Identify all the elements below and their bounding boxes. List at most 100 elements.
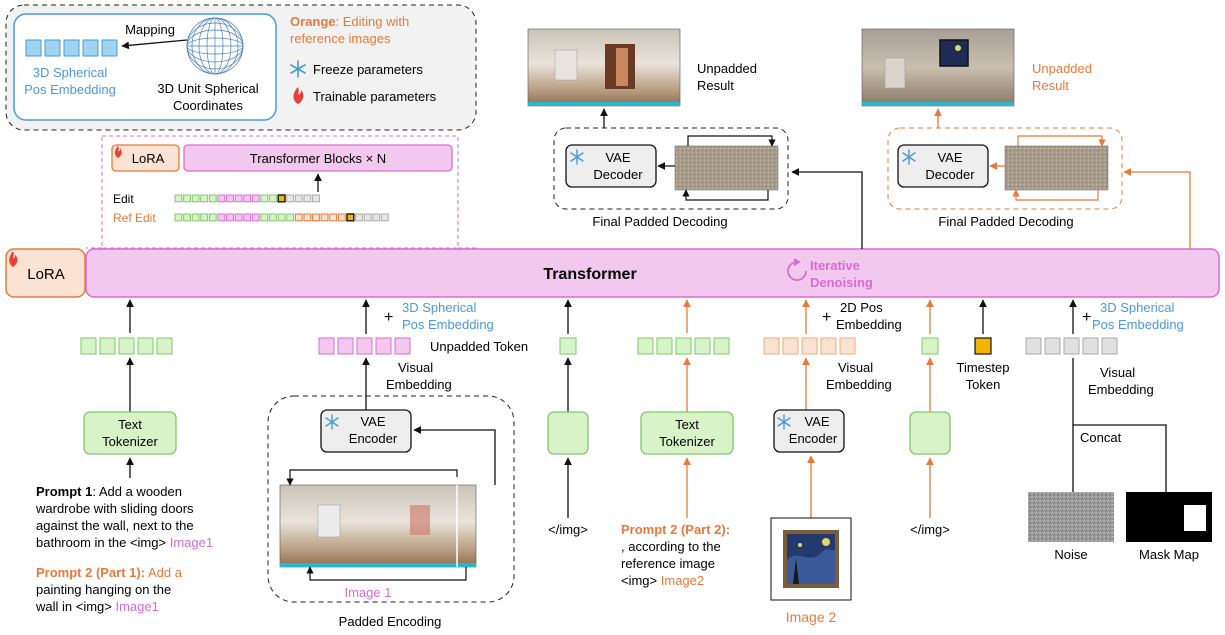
ref-edit-token-2 xyxy=(191,213,200,222)
edit-token-4 xyxy=(208,194,217,203)
final-decoding-caption-right: Final Padded Decoding xyxy=(938,214,1073,229)
vae-decoder-left-l2: Decoder xyxy=(593,167,643,182)
vae-decoder-right-l1: VAE xyxy=(937,150,962,165)
ref-edit-token-3 xyxy=(200,213,209,222)
vae-encoder-2-l1: VAE xyxy=(804,414,829,429)
ref-edit-token-9 xyxy=(251,213,260,222)
edit-token-13 xyxy=(286,194,295,203)
snowflake-icon xyxy=(290,60,306,78)
result-right-l2: Result xyxy=(1032,78,1069,93)
vae-encoder-2-l2: Encoder xyxy=(789,431,838,446)
padded-encoding-caption: Padded Encoding xyxy=(339,614,442,629)
ref-edit-token-6 xyxy=(226,213,234,222)
result-right-l1: Unpadded xyxy=(1032,61,1092,76)
lora-label: LoRA xyxy=(27,266,65,283)
visual-emb1-l2: Embedding xyxy=(386,377,452,392)
edit-token-9 xyxy=(251,194,260,203)
plus-3d-b-l2: Pos Embedding xyxy=(1092,317,1184,332)
text-tokens-2 xyxy=(637,337,730,355)
edit-token-5 xyxy=(217,194,226,203)
image1-panorama xyxy=(279,484,477,568)
ref-edit-token-22 xyxy=(363,213,372,222)
noise-label: Noise xyxy=(1054,547,1087,562)
edit-token-15 xyxy=(303,194,312,203)
plus-sign-1: + xyxy=(384,309,393,326)
img-end-2-label: </img> xyxy=(910,522,950,537)
plus-sign-3: + xyxy=(1082,309,1091,326)
padded-latent-right xyxy=(1004,145,1109,191)
vae-decoder-left xyxy=(565,144,657,188)
ref-edit-token-5 xyxy=(217,213,226,222)
ref-edit-token-20 xyxy=(346,213,355,222)
ref-edit-token-14 xyxy=(294,213,303,222)
vae-decoder-left-snowflake-icon xyxy=(570,149,584,165)
ref-edit-token-16 xyxy=(312,213,320,222)
legend-pos-embed-l1: 3D Spherical xyxy=(33,65,108,80)
img-end-embedder-1 xyxy=(547,411,589,455)
text-tokenizer-1-l1: Text xyxy=(118,417,142,432)
vae-encoder-2 xyxy=(773,409,845,453)
text-tokens-1 xyxy=(80,337,173,355)
prompt2b-line1: Prompt 2 (Part 2): xyxy=(621,522,730,537)
legend-coords-l1: 3D Unit Spherical xyxy=(157,81,258,96)
prompt1-line3: against the wall, next to the xyxy=(36,518,194,533)
ref-edit-token-15 xyxy=(303,213,312,222)
edit-token-2 xyxy=(191,194,200,203)
visual-emb1-l1: Visual xyxy=(398,360,433,375)
prompt1-line2: wardrobe with sliding doors xyxy=(35,501,194,516)
text-tokenizer-2-l1: Text xyxy=(675,417,699,432)
prompt2a-line1: Prompt 2 (Part 1): Add a xyxy=(36,565,183,580)
timestep-token xyxy=(974,337,992,355)
img-end-token-2 xyxy=(921,337,939,355)
timestep-l2: Token xyxy=(966,377,1001,392)
result-left-l2: Result xyxy=(697,78,734,93)
edit-token-6 xyxy=(226,194,234,203)
prompt2b-line3: reference image xyxy=(621,556,715,571)
iterative-refresh-icon xyxy=(787,258,807,281)
pos2d-l2: Embedding xyxy=(836,317,902,332)
vae-encoder-1-snowflake-icon xyxy=(325,414,339,430)
inset-ref-edit-label: Ref Edit xyxy=(113,211,156,225)
inset-lora-label: LoRA xyxy=(132,151,165,166)
plus-sign-2: + xyxy=(822,309,831,326)
visual-tokens-noise xyxy=(1025,337,1118,355)
pos2d-l1: 2D Pos xyxy=(840,300,883,315)
visual-tokens-image1 xyxy=(318,337,411,355)
vae-encoder-1-l1: VAE xyxy=(360,414,385,429)
vae-encoder-1 xyxy=(320,409,412,453)
sphere-icon xyxy=(186,17,244,75)
padded-latent-left xyxy=(674,145,779,191)
vae-decoder-right-snowflake-icon xyxy=(902,149,916,165)
edit-token-3 xyxy=(200,194,209,203)
edit-token-8 xyxy=(243,194,252,203)
prompt2b-line2: , according to the xyxy=(621,539,721,554)
inset-edit-label: Edit xyxy=(113,192,134,206)
prompt2b-line4: <img> Image2 xyxy=(621,573,704,588)
timestep-l1: Timestep xyxy=(957,360,1010,375)
inset-box xyxy=(101,135,459,249)
prompt2a-line3: wall in <img> Image1 xyxy=(35,599,159,614)
ref-edit-token-18 xyxy=(329,213,338,222)
ref-edit-token-11 xyxy=(269,213,277,222)
final-decoding-caption-left: Final Padded Decoding xyxy=(592,214,727,229)
legend-pos-embed-l2: Pos Embedding xyxy=(24,82,116,97)
ref-edit-token-12 xyxy=(277,213,286,222)
visual-emb3-l1: Visual xyxy=(1100,365,1135,380)
text-tokenizer-2 xyxy=(640,411,734,455)
ref-edit-token-7 xyxy=(234,213,243,222)
iterative-l1: Iterative xyxy=(810,258,860,273)
concat-label: Concat xyxy=(1080,430,1122,445)
image1-label: Image 1 xyxy=(345,585,392,600)
legend-orange-line1: Orange: Editing with xyxy=(290,14,409,29)
vae-decoder-right xyxy=(897,144,989,188)
edit-token-14 xyxy=(294,194,303,203)
lora-box xyxy=(5,248,86,298)
lora-flame-icon xyxy=(9,251,18,267)
edit-token-16 xyxy=(312,194,320,203)
prompt1-line1: Prompt 1: Add a wooden xyxy=(36,484,182,499)
image2-label: Image 2 xyxy=(786,609,837,625)
text-tokenizer-1-l2: Tokenizer xyxy=(102,434,158,449)
ref-edit-token-10 xyxy=(260,213,269,222)
ref-edit-token-sequence xyxy=(174,213,389,222)
